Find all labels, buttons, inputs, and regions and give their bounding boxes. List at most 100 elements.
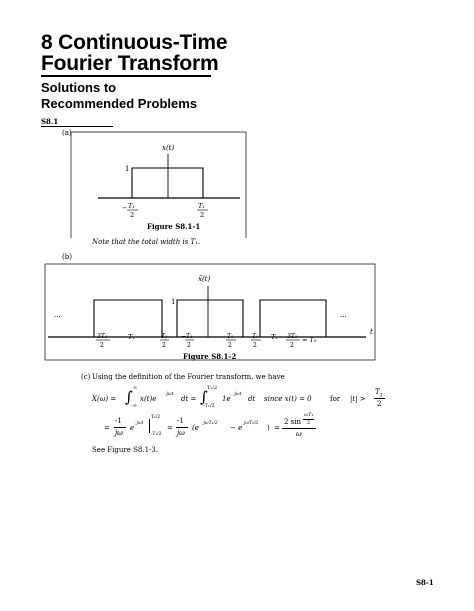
eq1-cond-den: 2: [377, 400, 382, 408]
eq1-for: for: [330, 395, 341, 403]
eq1-since: since x(t) = 0: [264, 395, 312, 403]
eq2-frac1-num: -1: [115, 417, 122, 425]
fig-b-tick-2-minus: −: [122, 333, 127, 341]
eq1-integrand-2: 1e: [222, 395, 231, 403]
fig-b-pulse-left: [93, 299, 163, 337]
fig-a-tick-right-den: 2: [200, 211, 204, 219]
figure-s8-1-2: x̃(t) 1 ... ... t − 3T₁ 2 − T₁ − T₀ 2 − …: [44, 263, 376, 361]
fig-b-tick-5-den: 2: [228, 342, 232, 349]
part-a-note: Note that the total width is T₁.: [92, 238, 201, 246]
eq1-integrand-1: x(t)e: [140, 395, 157, 403]
fig-b-tick-5: T₁: [227, 333, 233, 340]
eq2-rhs-frac-bar: [303, 419, 314, 420]
fig-b-caption: Figure S8.1-2: [183, 352, 237, 361]
eq1-exp-1: -jωt: [165, 392, 174, 397]
fig-b-tick-1-minus: −: [92, 333, 97, 341]
fig-b-tick-1: 3T₁: [97, 333, 107, 340]
fig-b-pulse-right: [259, 299, 327, 337]
fig-b-tick-8-den: 2: [290, 342, 294, 349]
fig-b-signal-label: x̃(t): [198, 274, 210, 283]
eq2-eval-bar: [149, 419, 150, 433]
eq2-e-exp: -jωt: [135, 421, 144, 426]
fig-a-tick-left-minus: −: [122, 204, 127, 212]
fig-b-tick-3-minus: −: [156, 333, 161, 341]
eq1-cond: |t| >: [350, 395, 366, 403]
fig-b-tick-6-den: 2: [253, 342, 257, 349]
fig-a-tick-right: T₁: [198, 202, 205, 210]
eq1-integral-1: ∫: [125, 388, 133, 406]
eq1-lim-top-2: T₁/2: [207, 385, 218, 391]
chapter-title-line2: Fourier Transform: [41, 52, 219, 75]
eq2-frac1-den: jω: [115, 429, 123, 437]
problem-rule: [41, 126, 113, 127]
section-title-line2: Recommended Problems: [41, 96, 198, 111]
eq1-dt-1: dt =: [181, 395, 197, 403]
eq2-close: ): [267, 424, 270, 432]
eq2-minus: − e: [230, 424, 243, 432]
fig-b-tick-4-minus: −: [181, 333, 186, 340]
part-b-label: (b): [62, 253, 72, 261]
title-rule: [41, 75, 211, 77]
part-c-see: See Figure S8.1-3.: [92, 446, 159, 454]
eq2-rhs-den: ω: [296, 430, 302, 438]
fig-b-tick-4: T₁: [186, 333, 192, 340]
eq2-paren: (e: [192, 424, 199, 432]
fig-a-amp: 1: [125, 165, 129, 173]
eq2-rhs-frac-bot: 2: [307, 420, 311, 426]
fig-b-tick-9: = T₀: [302, 336, 317, 344]
eq1-exp-2: -jωt: [233, 392, 242, 397]
eq1-cond-num: T1: [375, 388, 383, 399]
fig-b-tick-7: T₁: [271, 333, 278, 341]
eq2-eq-3: =: [274, 424, 280, 432]
fig-b-ellipsis-left: ...: [54, 311, 61, 319]
eq1-integral-2: ∫: [200, 388, 208, 406]
eq1-cond-bar: [374, 398, 385, 399]
page-number: S8-1: [416, 578, 434, 587]
problem-label: S8.1: [41, 117, 59, 126]
eq2-frac2-den: jω: [177, 429, 185, 437]
fig-b-tick-6: T₀: [252, 333, 259, 340]
eq2-eval-bot: -T₁/2: [151, 432, 162, 437]
eq2-e: e: [130, 424, 135, 432]
section-title-line1: Solutions to: [41, 80, 117, 95]
fig-b-pulse-center: [176, 299, 244, 337]
eq2-exp-b: jωT₁/2: [244, 421, 259, 426]
chapter-title-line1: 8 Continuous-Time: [41, 31, 228, 54]
eq1-lim-bot-2: -T₁/2: [203, 403, 215, 409]
fig-b-tick-8: 3T₁: [287, 333, 297, 340]
eq1-lim-top-1: ∞: [133, 385, 138, 391]
part-c-intro: Using the definition of the Fourier tran…: [92, 373, 285, 381]
eq2-exp-a: -jωT₁/2: [202, 421, 218, 426]
eq2-rhs-frac-top: ωT₁: [304, 412, 314, 418]
fig-b-t-label: t: [370, 328, 373, 336]
fig-a-pulse: [131, 167, 204, 198]
fig-b-frame: [44, 263, 376, 361]
equation-2: = -1 jω e -jωt T₁/2 -T₁/2 = -1 jω (e -jω…: [104, 412, 434, 444]
fig-a-signal-label: x(t): [162, 144, 174, 152]
eq2-frac2-num: -1: [177, 417, 184, 425]
fig-a-caption: Figure S8.1-1: [147, 222, 201, 231]
fig-b-tick-3-den: 2: [162, 342, 166, 349]
fig-b-amp: 1: [171, 298, 175, 306]
fig-a-tick-left-den: 2: [130, 211, 134, 219]
fig-a-tick-left: T₁: [128, 202, 135, 210]
fig-b-tick-4-den: 2: [187, 342, 191, 349]
eq2-rhs-bar: [282, 428, 316, 429]
eq1-lhs: X(ω) =: [92, 395, 117, 403]
equation-1: X(ω) = ∫ ∞ -∞ x(t)e -jωt dt = ∫ T₁/2 -T₁…: [92, 385, 422, 414]
fig-b-tick-1-den: 2: [100, 342, 104, 349]
eq2-eval-top: T₁/2: [151, 415, 161, 420]
eq1-lim-bot-1: -∞: [131, 403, 137, 409]
eq2-frac2-bar: [176, 427, 188, 428]
eq2-eq-1: =: [104, 424, 110, 432]
eq2-frac1-bar: [114, 427, 126, 428]
part-c-label: (c): [81, 373, 91, 381]
fig-b-tick-2: T₁: [128, 333, 135, 341]
eq2-eq-2: =: [167, 424, 173, 432]
part-a-label: (a): [62, 129, 72, 137]
eq1-dt-2: dt: [248, 395, 256, 403]
eq2-rhs-num-a: 2 sin: [284, 418, 302, 426]
fig-b-tick-3: T₀: [161, 333, 168, 340]
figure-s8-1-1: x(t) 1 − T₁ 2 T₁ 2: [70, 131, 247, 238]
